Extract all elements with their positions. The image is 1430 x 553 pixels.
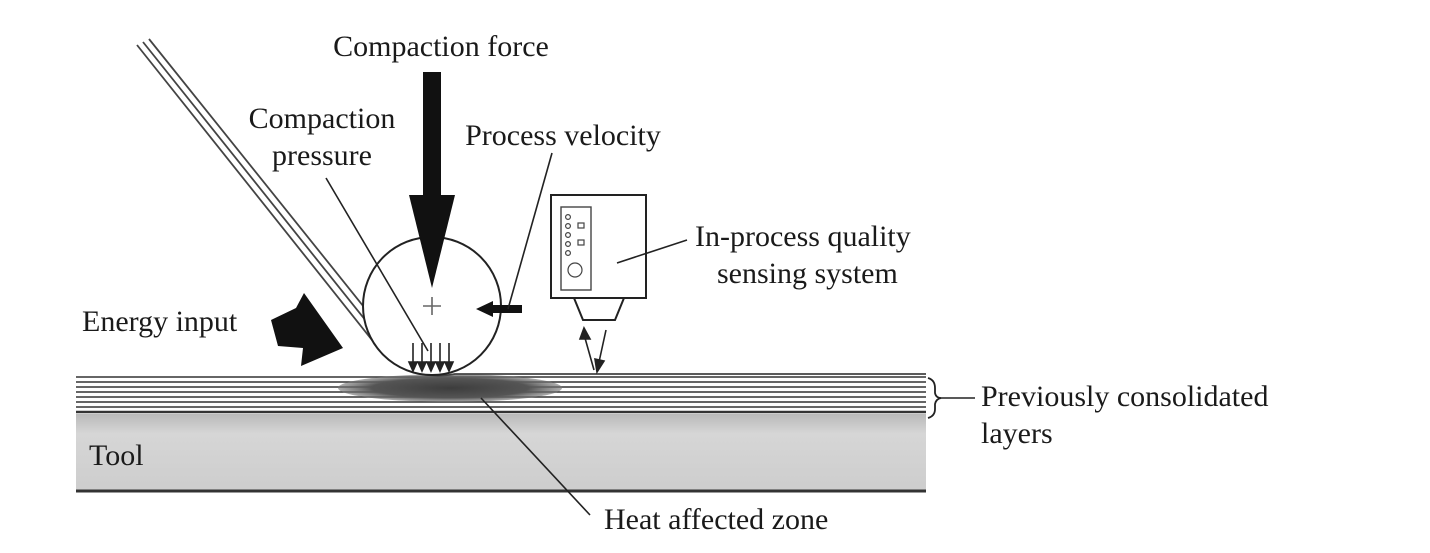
compaction-pressure-leader [325,177,429,352]
quality-sensing-system [550,194,647,321]
sensing-label-2: sensing system [717,257,898,290]
heat-affected-zone [338,374,562,402]
incoming-tape [136,38,926,377]
sensing-leader [616,239,688,264]
compaction-force-label: Compaction force [333,30,549,63]
sensing-label-1: In-process quality [695,220,911,253]
process-velocity-leader [507,152,553,310]
heat-zone-label: Heat affected zone [604,503,828,536]
tool [76,414,926,493]
leader-lines [325,152,975,516]
compaction-pressure-label-2: pressure [272,139,372,172]
tool-label: Tool [89,439,144,472]
compaction-pressure-arrows [407,343,455,373]
process-velocity-label: Process velocity [465,119,661,152]
layers-label-1: Previously consolidated [981,380,1268,413]
compaction-force-arrow [409,72,455,288]
energy-input-label: Energy input [82,305,238,338]
sensing-beams [578,326,607,375]
layers-label-2: layers [981,417,1053,450]
energy-input-arrow [271,293,343,366]
heat-zone-leader [480,397,591,516]
process-velocity-arrow [476,301,522,317]
compaction-pressure-label-1: Compaction [249,102,396,135]
layers-brace [927,377,942,419]
